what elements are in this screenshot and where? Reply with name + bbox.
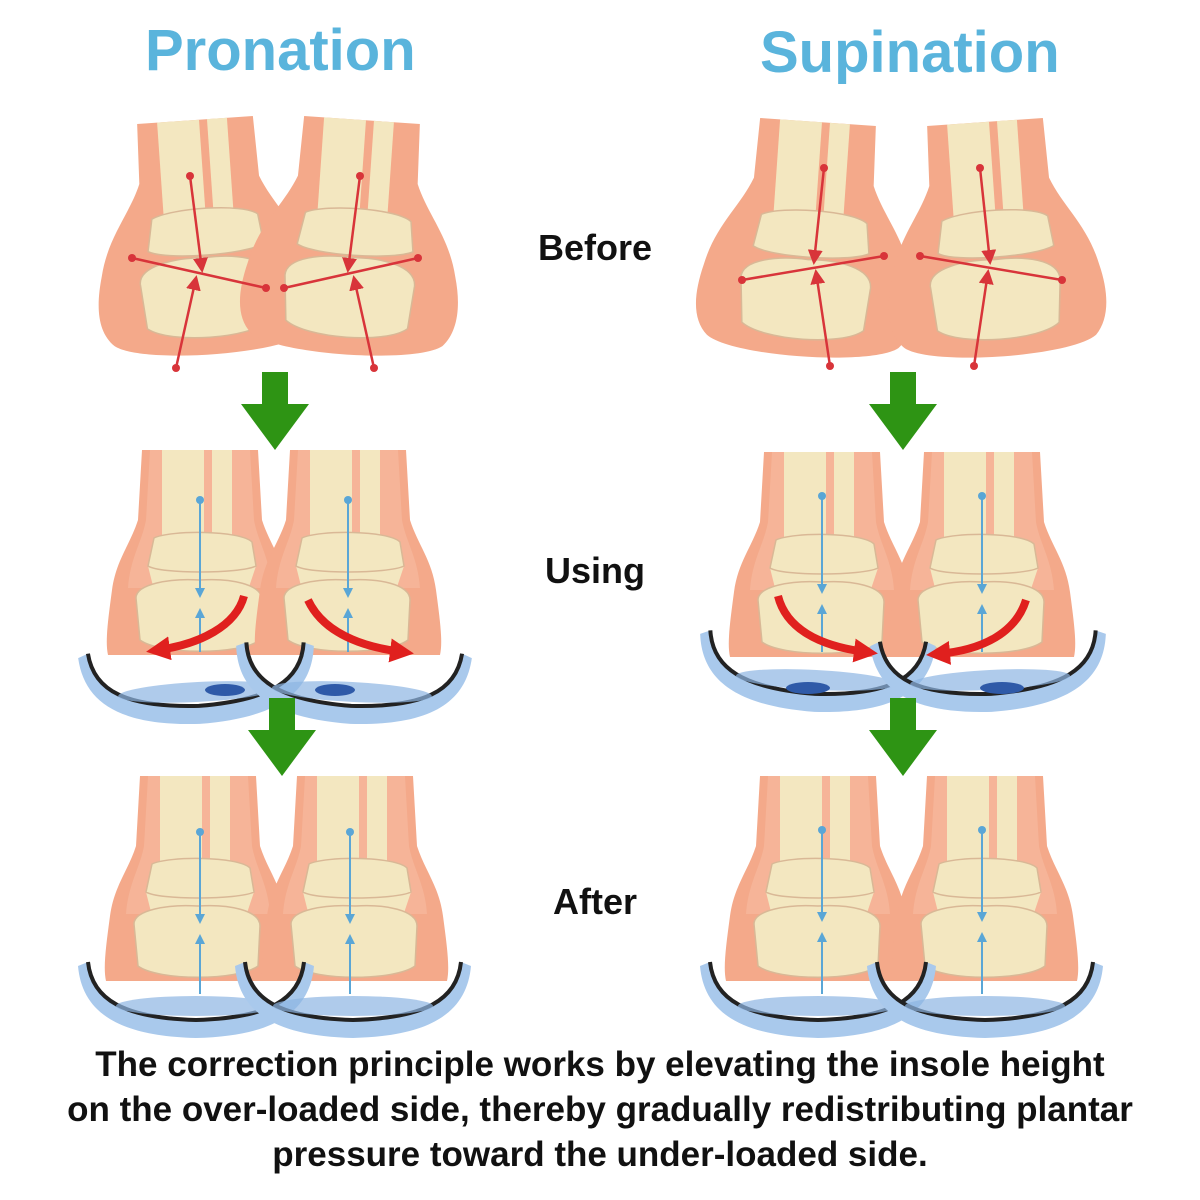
using-right-pair [696,451,1109,718]
before-left-pair [85,111,472,372]
caption-line-3: pressure toward the under-loaded side. [272,1135,928,1174]
pronation-heading: Pronation [145,18,416,83]
step-arrow-right-1 [869,372,937,450]
before-right-pair [691,113,1111,370]
foot-diagram [0,111,1200,1040]
stage-label-after: After [552,881,637,922]
caption-line-2: on the over-loaded side, thereby gradual… [67,1090,1133,1129]
supination-heading: Supination [760,20,1060,85]
caption-line-1: The correction principle works by elevat… [95,1045,1105,1084]
step-arrow-right-2 [869,698,937,776]
using-left-pair [78,449,472,730]
after-left-pair [76,775,473,1040]
after-right-pair [698,775,1105,1040]
step-arrow-left-1 [241,372,309,450]
stage-label-before: Before [537,227,653,268]
stage-label-using: Using [544,550,645,591]
correction-caption: The correction principle works by elevat… [0,1042,1200,1177]
